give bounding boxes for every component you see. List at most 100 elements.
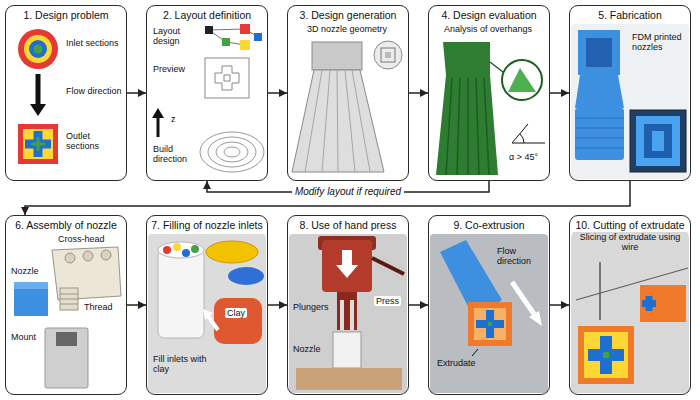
nozzle-model	[337, 70, 338, 172]
section-sketch	[30, 104, 46, 116]
nozzle-model	[305, 70, 370, 172]
printed-nozzle	[586, 38, 612, 67]
hand-press	[337, 292, 357, 330]
overhang-render	[484, 78, 489, 175]
part-label: z	[169, 114, 178, 124]
part-label: Flow direction	[64, 86, 124, 96]
part-label: Flow direction	[495, 246, 547, 267]
section-sketch	[37, 137, 40, 151]
connector-group	[25, 93, 630, 305]
step-heading: 8. Use of hand press	[288, 216, 408, 232]
layout-sketch	[152, 24, 264, 172]
section-sketch	[24, 35, 52, 63]
layout-sketch	[205, 58, 249, 98]
part-label: Plungers	[291, 302, 331, 312]
nozzle-model	[385, 52, 391, 58]
printed-nozzle	[636, 116, 680, 166]
section-sketch	[34, 45, 43, 54]
process-panel: 3. Design generation3D nozzle geometry	[287, 5, 409, 181]
overhang-render	[436, 42, 545, 175]
coextrusion-photo	[529, 311, 542, 326]
step-heading: 9. Co-extrusion	[429, 216, 549, 232]
photo-ground	[571, 234, 689, 393]
layout-sketch	[224, 147, 240, 157]
assembly-parts	[14, 282, 48, 289]
hand-press	[336, 250, 358, 278]
part-label: 3D nozzle geometry	[288, 24, 406, 34]
assembly-parts	[14, 282, 48, 316]
section-sketch	[18, 29, 58, 69]
nozzle-model	[345, 70, 355, 172]
part-label: Nozzle	[291, 344, 323, 354]
nozzle-model	[292, 70, 384, 172]
part-label: Extrudate	[435, 358, 478, 368]
step-heading: 5. Fabrication	[570, 6, 690, 22]
photo-ground	[430, 234, 548, 393]
cutting-photo	[578, 326, 634, 384]
cutting-photo	[603, 352, 609, 358]
step-heading: 7. Filling of nozzle inlets	[147, 216, 267, 232]
part-label: Clay	[225, 308, 247, 318]
cutting-photo	[646, 296, 653, 311]
clay-filling	[182, 249, 190, 257]
layout-sketch	[200, 132, 264, 172]
nozzle-model	[312, 42, 362, 70]
printed-nozzle	[575, 118, 624, 148]
process-panel: 9. Co-extrusionFlow directionExtrudate	[428, 215, 550, 395]
flow-arrow	[550, 92, 569, 94]
assembly-parts	[60, 294, 78, 304]
assembly-parts	[83, 251, 93, 261]
layout-sketch	[240, 40, 250, 50]
part-label: Mount	[9, 332, 38, 342]
flow-arrow	[127, 92, 146, 94]
part-label: Layout design	[151, 26, 197, 47]
overhang-render	[476, 78, 479, 175]
flow-arrow	[409, 304, 428, 306]
clay-filling	[158, 250, 204, 338]
assembly-parts	[60, 299, 78, 300]
clay-filling	[206, 241, 258, 263]
section-sketch	[23, 129, 53, 159]
section-sketch	[29, 40, 47, 58]
printed-nozzle	[575, 128, 624, 129]
hand-press	[296, 368, 402, 390]
process-panel: 8. Use of hand pressPlungersPressNozzle	[287, 215, 409, 395]
part-label: Build direction	[151, 144, 197, 165]
part-label: Analysis of overhangs	[429, 24, 547, 34]
assembly-parts	[60, 304, 78, 305]
assembly-parts	[65, 253, 75, 263]
clay-filling	[158, 242, 204, 258]
part-label: Preview	[151, 64, 187, 74]
clay-filling	[228, 267, 264, 285]
printed-nozzle	[575, 138, 624, 139]
layout-sketch	[200, 132, 264, 172]
printed-nozzle	[630, 110, 686, 172]
hand-press	[296, 236, 404, 390]
layout-sketch	[205, 26, 213, 34]
process-panel: 1. Design problemInlet sectionsFlow dire…	[5, 5, 127, 181]
nozzle-model	[292, 41, 402, 172]
layout-sketch	[208, 137, 256, 167]
process-panel: 2. Layout definitionLayout designPreview…	[146, 5, 268, 181]
part-label: Inlet sections	[64, 38, 124, 48]
assembly-parts	[101, 250, 111, 260]
step-heading: 10. Cutting of extrudate	[570, 216, 690, 232]
clay-filling	[191, 245, 199, 253]
cutting-photo	[600, 336, 612, 374]
step-heading: 4. Design evaluation	[429, 6, 549, 22]
part-label: α > 45°	[507, 152, 540, 162]
overhang-render	[467, 78, 469, 175]
clay-filling	[203, 309, 213, 320]
overhang-render	[436, 42, 498, 175]
overhang-render	[490, 62, 503, 72]
overhang-render	[446, 78, 452, 175]
layout-sketch	[209, 29, 258, 45]
part-label: FDM printed nozzles	[630, 32, 686, 53]
part-label: Thread	[82, 302, 115, 312]
flow-arrow	[25, 181, 630, 215]
coextrusion-photo	[468, 302, 512, 346]
layout-sketch	[222, 38, 230, 46]
part-label: Nozzle	[9, 266, 41, 276]
